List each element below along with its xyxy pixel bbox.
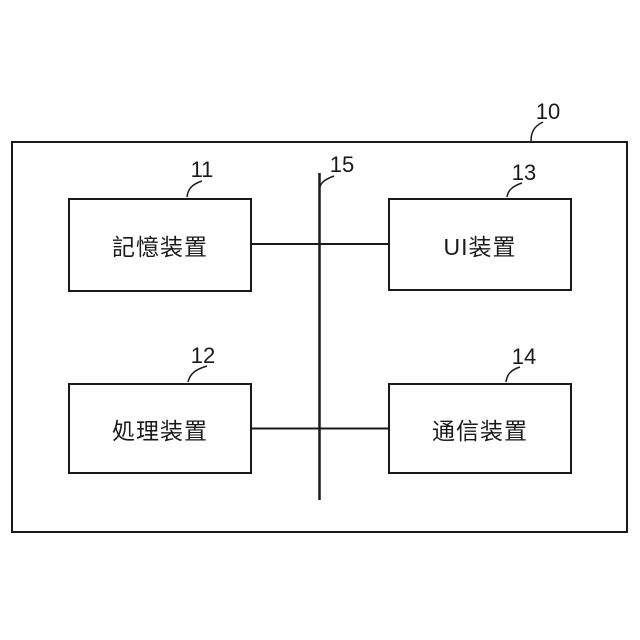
ref-numeral-processing: 12 bbox=[190, 343, 216, 368]
ref-numeral-storage: 11 bbox=[190, 157, 214, 182]
ref-numeral-communication: 14 bbox=[511, 344, 537, 369]
storage-device-box: 記憶装置 bbox=[68, 198, 252, 292]
leader-ref-10 bbox=[530, 121, 544, 142]
system-boundary-box bbox=[11, 141, 628, 533]
processing-device-label: 処理装置 bbox=[112, 417, 208, 444]
ref-numeral-system: 10 bbox=[535, 99, 561, 124]
ref-numeral-ui: 13 bbox=[511, 160, 537, 185]
ui-device-box: UI装置 bbox=[388, 198, 572, 291]
communication-device-box: 通信装置 bbox=[388, 383, 572, 474]
communication-device-label: 通信装置 bbox=[432, 417, 528, 444]
ref-numeral-bus: 15 bbox=[329, 152, 355, 177]
storage-device-label: 記憶装置 bbox=[112, 234, 208, 260]
ui-device-label: UI装置 bbox=[443, 233, 517, 260]
processing-device-box: 処理装置 bbox=[68, 383, 252, 474]
